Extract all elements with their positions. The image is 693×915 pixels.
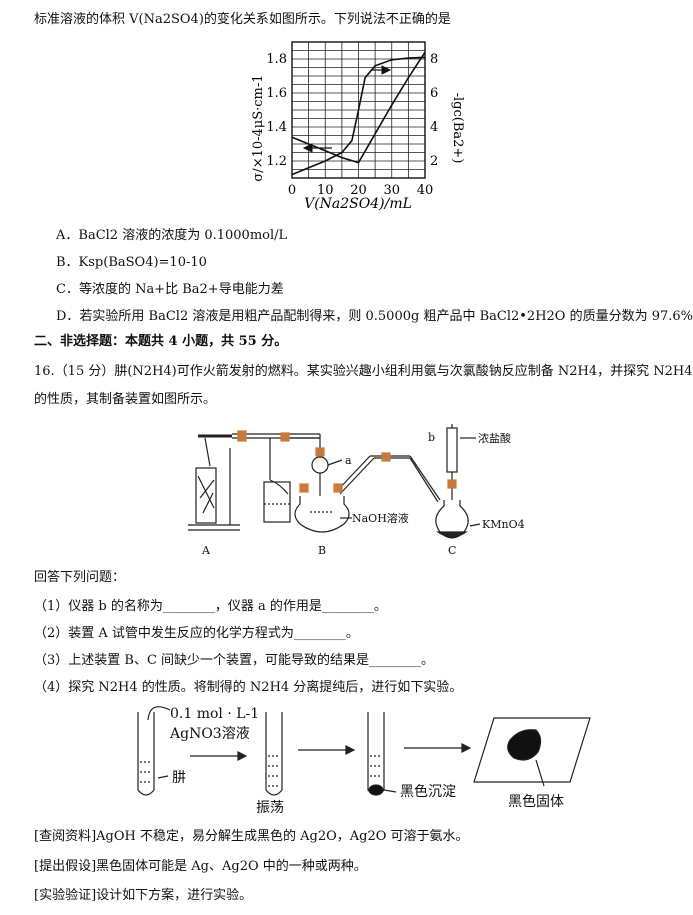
precipitate-label: 黑色沉淀: [400, 783, 456, 800]
y-tick-label: 1.4: [266, 120, 287, 135]
x-tick-label: 30: [383, 183, 400, 198]
y-tick-label: 1.6: [266, 86, 287, 101]
label-apparatus-b: B: [318, 544, 326, 557]
conductivity-chart: 0 10 20 30 40 1.2 1.4 1.6 1.8 2 4 6 8 V(Na2SO4)/mL σ…: [251, 41, 465, 212]
item-2: （2）装置 A 试管中发生反应的化学方程式为________。: [34, 626, 359, 641]
y2-tick-label: 4: [430, 120, 438, 135]
item-1: （1）仪器 b 的名称为________，仪器 a 的作用是________。: [34, 599, 387, 614]
note-1: [查阅资料]AgOH 不稳定，易分解生成黑色的 Ag2O，Ag2O 可溶于氨水。: [34, 829, 469, 844]
section-title: 二、非选择题：本题共 4 小题，共 55 分。: [34, 334, 288, 349]
q15-intro: 标准溶液的体积 V(Na2SO4)的变化关系如图所示。下列说法不正确的是: [34, 12, 451, 27]
apparatus-diagram: a b 浓盐酸 NaOH溶液 KMnO4 A B C: [188, 424, 525, 557]
connecting-tubes: [263, 432, 321, 523]
chart-ticks: 0 10 20 30 40 1.2 1.4 1.6 1.8 2 4 6 8: [266, 52, 438, 198]
x-tick-label: 0: [288, 183, 296, 198]
direction-arrows: [302, 65, 392, 153]
item-4: （4）探究 N2H4 的性质。将制得的 N2H4 分离提纯后，进行如下实验。: [34, 680, 463, 695]
option-d: D．若实验所用 BaCl2 溶液是用粗产品配制得来，则 0.5000g 粗产品中…: [56, 309, 693, 324]
label-naoh: NaOH溶液: [352, 511, 409, 525]
y-axis-label: σ/×10-4μS·cm-1: [251, 74, 266, 181]
experiment-flow: 0.1 mol · L-1 AgNO3溶液 肼 振荡 黑色沉淀 黑色固体: [137, 706, 591, 816]
option-a: A．BaCl2 溶液的浓度为 0.1000mol/L: [56, 228, 288, 243]
q16-stem-line2: 的性质，其制备装置如图所示。: [34, 392, 217, 407]
series-line-2: [291, 56, 426, 176]
option-b: B．Ksp(BaSO4)=10-10: [56, 255, 207, 270]
y-tick-label: 1.8: [266, 52, 287, 67]
y2-tick-label: 8: [430, 52, 438, 67]
plot-frame: [291, 41, 426, 179]
reagent-concentration: 0.1 mol · L-1: [170, 706, 259, 722]
filter-paper: [473, 717, 591, 787]
answer-prompt: 回答下列问题：: [34, 570, 126, 585]
y2-tick-label: 2: [430, 154, 438, 169]
chart-series: [291, 51, 426, 176]
apparatus-c: [340, 424, 481, 539]
q16-stem-line1: 16.（15 分）肼(N2H4)可作火箭发射的燃料。某实验兴趣小组利用氨与次氯酸…: [34, 364, 693, 379]
apparatus-a: [188, 430, 320, 531]
y2-tick-label: 6: [430, 86, 438, 101]
hydrazine-label: 肼: [172, 770, 186, 786]
reagent-name: AgNO3溶液: [169, 726, 250, 742]
test-tube-1: [137, 706, 171, 796]
apparatus-b: [294, 447, 441, 533]
label-a: a: [345, 454, 352, 467]
test-tube-3: [367, 712, 397, 796]
label-apparatus-a: A: [201, 544, 211, 557]
label-b: b: [428, 431, 435, 444]
label-kmno4: KMnO4: [482, 518, 525, 531]
label-hcl: 浓盐酸: [478, 431, 511, 445]
x-tick-label: 10: [317, 183, 334, 198]
label-apparatus-c: C: [448, 544, 456, 557]
option-c: C．等浓度的 Na+比 Ba2+导电能力差: [56, 282, 284, 297]
test-tube-2: [265, 712, 283, 796]
note-2: [提出假设]黑色固体可能是 Ag、Ag2O 中的一种或两种。: [34, 859, 367, 874]
solid-label: 黑色固体: [508, 793, 564, 810]
x-tick-label: 40: [417, 183, 434, 198]
item-3: （3）上述装置 B、C 间缺少一个装置，可能导致的结果是________。: [34, 653, 435, 668]
note-3: [实验验证]设计如下方案，进行实验。: [34, 888, 253, 903]
x-axis-label: V(Na2SO4)/mL: [304, 196, 412, 212]
shake-label: 振荡: [256, 800, 284, 816]
series-line-1: [291, 51, 426, 164]
y-tick-label: 1.2: [266, 154, 287, 169]
y2-axis-label: -lgc(Ba2+): [450, 93, 465, 164]
x-tick-label: 20: [350, 183, 367, 198]
